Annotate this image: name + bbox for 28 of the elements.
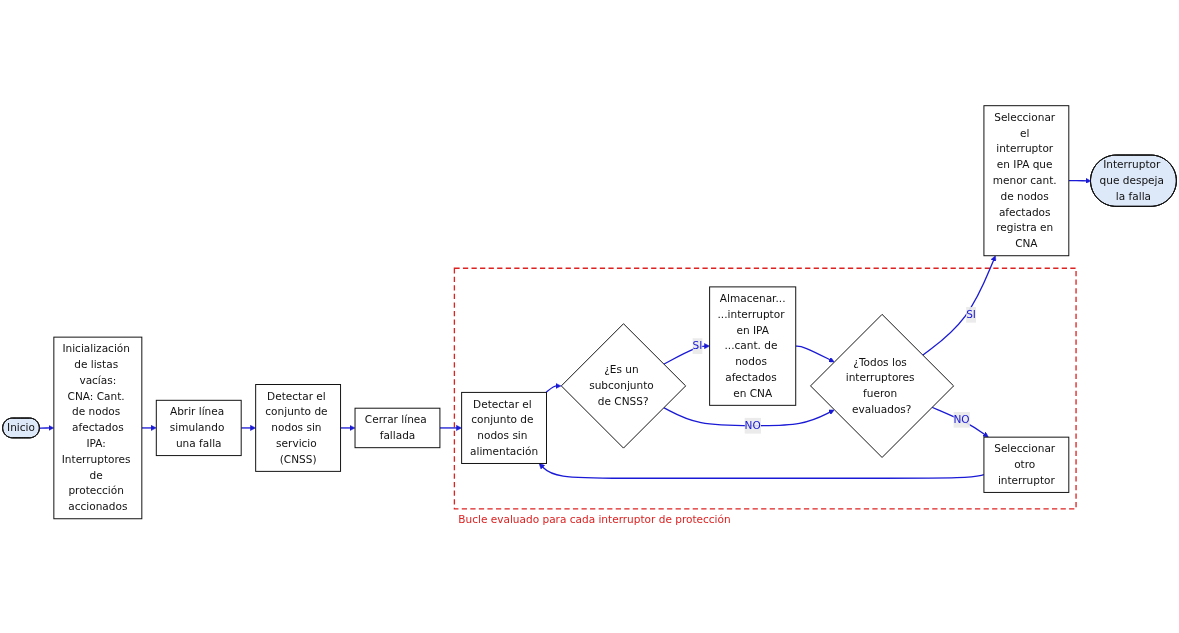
arrow xyxy=(538,463,985,479)
node-diamond: ¿Todos los interruptores fueron evaluados? xyxy=(810,313,955,458)
node-box: Almacenar... ...interruptor en IPA ...cant. de nodos afectados en CNA xyxy=(709,286,797,406)
node-box: Seleccionar el interruptor en IPA que menor cant. de nodos afectados registra en CNA xyxy=(983,105,1070,257)
arrow xyxy=(39,425,55,431)
node-box: Detectar el conjunto de nodos sin alimentación xyxy=(461,391,547,464)
arrow xyxy=(931,406,989,438)
node-box: Abrir línea simulando una falla xyxy=(155,399,242,457)
arrow xyxy=(439,425,462,431)
arrow xyxy=(339,425,356,431)
node-box: Seleccionar otro interruptor xyxy=(983,436,1070,493)
arrow xyxy=(795,345,835,363)
arrow xyxy=(1068,177,1092,184)
arrow xyxy=(921,255,997,356)
arrow xyxy=(141,425,157,431)
edge-label: SI xyxy=(966,308,976,321)
node-label: Bucle evaluado para cada interruptor de protección xyxy=(458,512,731,526)
cluster xyxy=(453,267,1077,510)
edge-label: SI xyxy=(692,339,703,353)
arrow xyxy=(545,383,562,394)
arrow xyxy=(663,406,835,427)
node-box: Detectar el conjunto de nodos sin servicio (CNSS) xyxy=(255,384,342,472)
node-diamond: ¿Es un subconjunto de CNSS? xyxy=(560,323,687,449)
arrow xyxy=(240,425,256,431)
node-box: Cerrar línea fallada xyxy=(354,407,441,449)
edge-label: NO xyxy=(953,413,970,426)
edge-label: NO xyxy=(744,419,761,432)
node-box: Inicialización de listas vacías: CNA: Cant. de nodos afectados IPA: Interruptores de protección accionados xyxy=(53,336,143,520)
